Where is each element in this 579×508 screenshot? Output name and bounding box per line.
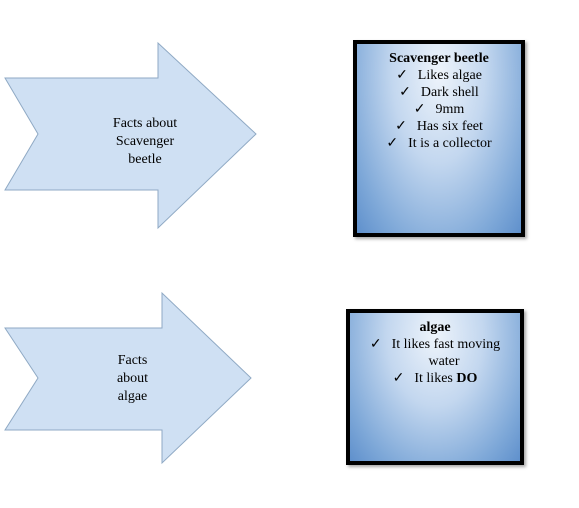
list-item-bold-text: DO bbox=[456, 371, 478, 386]
list-item-continuation: water bbox=[350, 353, 520, 370]
list-item-text: Likes algae bbox=[417, 68, 482, 83]
list-item-text: It likes fast moving bbox=[391, 337, 501, 352]
list-item: ✓ It is a collector bbox=[357, 135, 521, 152]
check-icon: ✓ bbox=[399, 85, 411, 100]
list-item-text: 9mm bbox=[435, 102, 465, 117]
arrow-label-line: Facts bbox=[117, 353, 148, 368]
list-item: ✓ 9mm bbox=[357, 101, 521, 118]
list-item-text: It likes bbox=[414, 371, 453, 386]
list-item: ✓ Has six feet bbox=[357, 118, 521, 135]
facts-box-algae: algae ✓ It likes fast moving water ✓ It li… bbox=[346, 309, 524, 465]
check-icon: ✓ bbox=[395, 119, 407, 134]
box-title: algae bbox=[419, 320, 451, 335]
list-item: ✓ Likes algae bbox=[357, 67, 521, 84]
arrow-label-line: beetle bbox=[128, 152, 162, 167]
arrow-label-algae: Facts about algae bbox=[95, 352, 170, 406]
check-icon: ✓ bbox=[392, 371, 405, 386]
list-item: ✓ Dark shell bbox=[357, 84, 521, 101]
arrow-shape-algae bbox=[4, 291, 252, 465]
arrow-label-beetle: Facts about Scavenger beetle bbox=[95, 115, 195, 169]
list-item: ✓ It likes DO bbox=[350, 370, 520, 387]
check-icon: ✓ bbox=[386, 136, 399, 151]
facts-box-beetle: Scavenger beetle ✓ Likes algae ✓ Dark shel… bbox=[353, 40, 525, 237]
check-icon: ✓ bbox=[396, 68, 408, 83]
list-item-text: Dark shell bbox=[420, 85, 479, 100]
arrow-label-line: about bbox=[116, 371, 149, 386]
list-item-text: It is a collector bbox=[408, 136, 492, 151]
list-item: ✓ It likes fast moving bbox=[350, 336, 520, 353]
list-item-text: water bbox=[428, 354, 460, 369]
arrow-label-line: Facts about bbox=[112, 116, 178, 131]
check-icon: ✓ bbox=[369, 337, 382, 352]
list-item-text: Has six feet bbox=[416, 119, 483, 134]
box-title: Scavenger beetle bbox=[389, 51, 489, 66]
arrow-label-line: Scavenger bbox=[115, 134, 175, 149]
check-icon: ✓ bbox=[413, 102, 426, 117]
arrow-label-line: algae bbox=[117, 389, 148, 404]
